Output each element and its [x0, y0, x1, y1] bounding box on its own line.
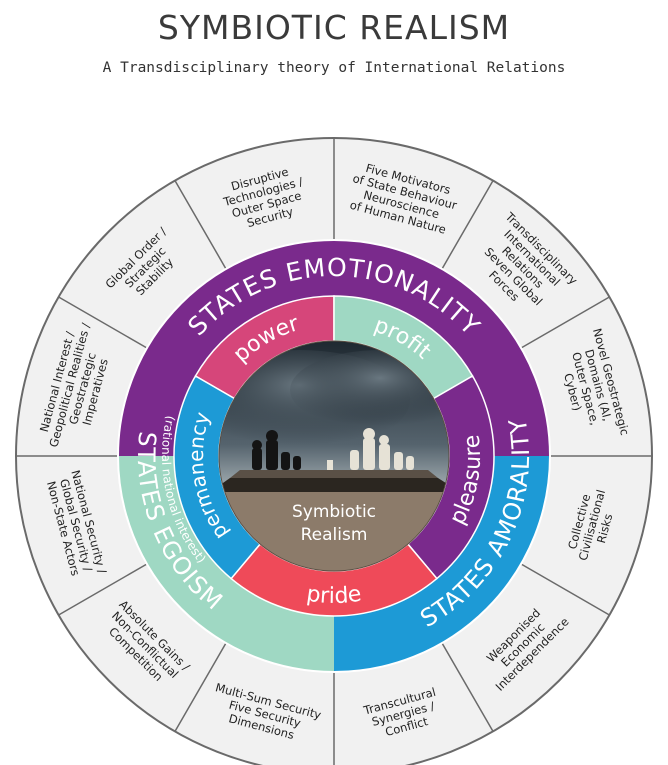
states-emotionality-segment: [118, 240, 550, 456]
outer-divider: [520, 296, 610, 349]
inner-label-pride: pride: [305, 582, 363, 610]
outer-divider: [174, 642, 227, 732]
states-egoism-segment: [118, 456, 334, 672]
diagram-title: SYMBIOTIC REALISM: [157, 8, 511, 47]
outer-divider: [441, 180, 494, 270]
center-label-line-2: Realism: [301, 525, 368, 545]
states-amorality-segment: [334, 456, 550, 672]
outer-divider: [58, 563, 148, 616]
outer-divider: [441, 642, 494, 732]
outer-divider: [58, 296, 148, 349]
diagram-subtitle: A Transdisciplinary theory of Internatio…: [102, 60, 566, 76]
chessboard-image: [219, 341, 449, 571]
outer-divider: [174, 180, 227, 270]
outer-divider: [520, 563, 610, 616]
middle-ring-border: [117, 239, 551, 673]
center-label-line-1: Symbiotic: [292, 502, 376, 522]
